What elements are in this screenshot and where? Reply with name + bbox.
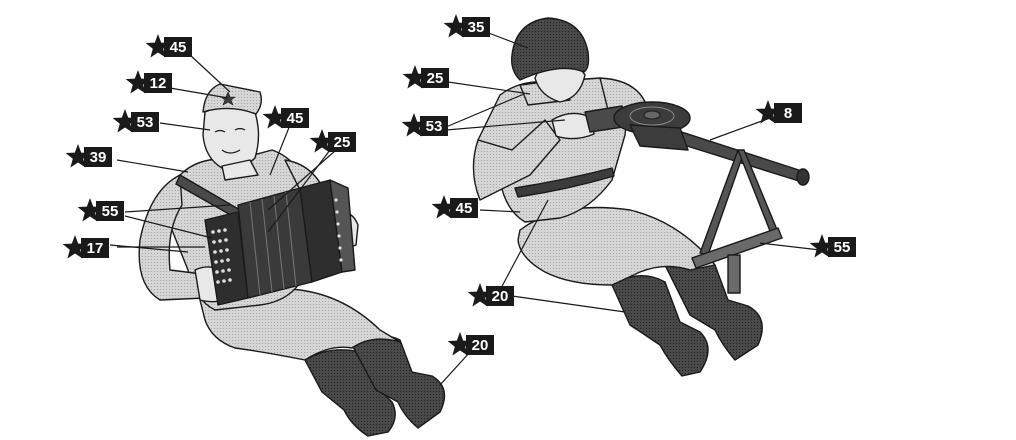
tag-accordionist-strap: 39: [66, 144, 112, 168]
tag-number: 20: [492, 288, 509, 305]
tag-accordionist-cap: 45: [146, 34, 192, 58]
tag-machine-gunner-bipod: 55: [810, 234, 856, 258]
tag-accordionist-face: 53: [113, 109, 159, 133]
tag-machine-gunner-face-hands: 53: [402, 113, 448, 137]
tag-machine-gunner-boots-belt: 20: [468, 283, 514, 307]
tag-number: 25: [427, 70, 444, 87]
tag-accordionist-accordion-buttons: 55: [78, 198, 124, 222]
tag-machine-gunner-collar: 25: [403, 65, 449, 89]
tag-machine-gunner-gun: 8: [756, 100, 802, 124]
tag-accordionist-boots: 20: [448, 332, 494, 356]
tag-number: 8: [784, 105, 792, 122]
tag-accordionist-cap-star: 12: [126, 70, 172, 94]
tag-machine-gunner-helmet: 35: [444, 14, 490, 38]
gun-muzzle: [797, 169, 809, 185]
tag-number: 39: [90, 149, 107, 166]
tag-number: 25: [334, 134, 351, 151]
gun-receiver: [630, 125, 688, 150]
tag-number: 53: [426, 118, 443, 135]
tag-number: 45: [170, 39, 187, 56]
bipod-leg-front: [700, 150, 744, 255]
tag-number: 35: [468, 19, 485, 36]
tag-machine-gunner-tunic: 45: [432, 195, 478, 219]
tag-number: 53: [137, 114, 154, 131]
tag-accordionist-tunic: 45: [263, 105, 309, 129]
tag-number: 20: [472, 337, 489, 354]
tag-number: 17: [87, 240, 104, 257]
tag-number: 45: [456, 200, 473, 217]
tag-accordionist-accordion-body: 25: [310, 129, 356, 153]
tag-number: 45: [287, 110, 304, 127]
tag-number: 55: [834, 239, 851, 256]
tag-accordionist-accordion-bellows: 17: [63, 235, 109, 259]
tag-number: 12: [150, 75, 167, 92]
gunner-figure: [473, 18, 809, 376]
accordionist-figure: [139, 84, 444, 436]
bipod-spike: [728, 255, 740, 293]
tag-number: 55: [102, 203, 119, 220]
